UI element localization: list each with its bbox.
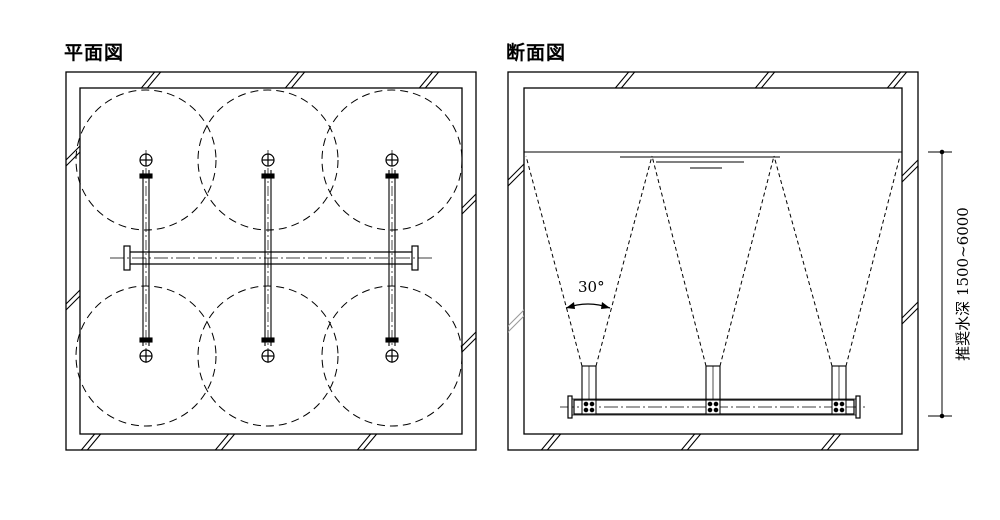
nozzle-icon <box>261 349 275 363</box>
spray-cone <box>525 155 653 367</box>
section-view-title: 断面図 <box>506 42 567 64</box>
spray-angle-label: 30° <box>578 278 605 296</box>
fitting-icon <box>705 399 721 415</box>
nozzle-icon <box>139 349 153 363</box>
spray-cone <box>651 155 775 367</box>
nozzle-icon <box>385 153 399 167</box>
plan-view-title: 平面図 <box>64 42 125 64</box>
arc-arrow-right <box>601 302 610 309</box>
arc-arrow-left <box>566 302 575 309</box>
riser <box>705 365 721 401</box>
fitting-icon <box>831 399 847 415</box>
plan-view <box>65 71 477 451</box>
plan-nozzles <box>139 153 399 363</box>
section-tank-wall <box>507 71 919 451</box>
riser <box>581 365 597 401</box>
branch-pipe <box>139 150 153 366</box>
section-wall-hatching <box>508 72 918 450</box>
depth-range-label: 推奨水深 1500~6000 <box>954 207 972 361</box>
nozzle-icon <box>385 349 399 363</box>
nozzle-icon <box>139 153 153 167</box>
plan-tank-wall <box>65 71 477 451</box>
spray-cone <box>773 155 901 367</box>
spray-cones <box>525 155 901 367</box>
riser <box>831 365 847 401</box>
plan-branch-pipes <box>139 150 399 366</box>
section-view <box>507 71 952 451</box>
pipe-fittings <box>581 399 847 415</box>
depth-dimension-line <box>928 149 952 419</box>
nozzle-icon <box>261 153 275 167</box>
branch-pipe <box>385 150 399 366</box>
fitting-icon <box>581 399 597 415</box>
nozzle-risers <box>581 365 847 401</box>
branch-pipe <box>261 150 275 366</box>
water-surface <box>524 151 902 169</box>
